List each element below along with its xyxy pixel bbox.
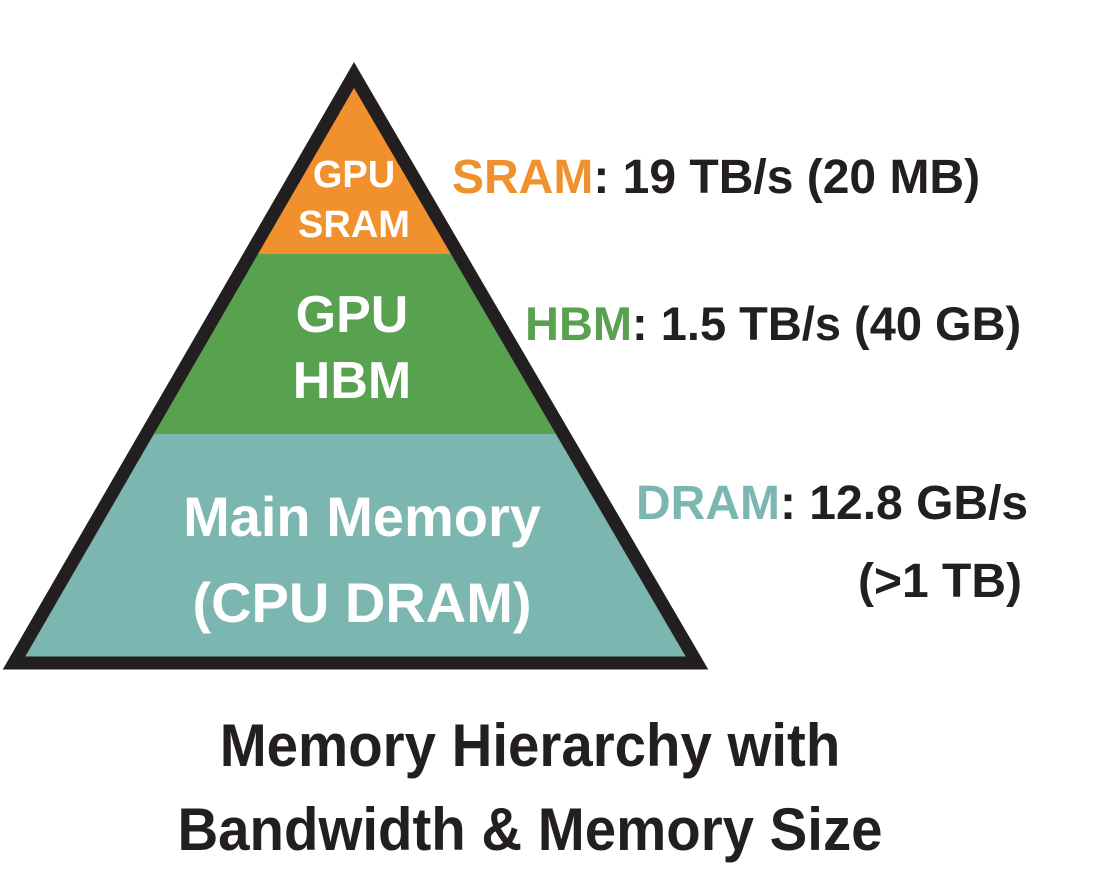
figure-caption-line2: Bandwidth & Memory Size: [177, 796, 883, 863]
tier-label-gpu-hbm: GPU HBM: [293, 282, 411, 414]
annotation-hbm-detail: : 1.5 TB/s (40 GB): [632, 297, 1022, 350]
annotation-sram-name: SRAM: [452, 151, 594, 204]
tier-label-gpu-hbm-line2: HBM: [292, 352, 412, 410]
annotation-sram: SRAM: 19 TB/s (20 MB): [452, 150, 980, 205]
annotation-hbm: HBM: 1.5 TB/s (40 GB): [525, 296, 1021, 351]
figure-caption-line1: Memory Hierarchy with: [219, 712, 841, 779]
annotation-dram-name: DRAM: [636, 477, 780, 530]
tier-label-main-memory-line2: (CPU DRAM): [192, 571, 532, 634]
figure-caption: Memory Hierarchy with Bandwidth & Memory…: [32, 704, 1028, 872]
tier-label-gpu-sram-line1: GPU: [312, 154, 396, 196]
tier-label-main-memory-line1: Main Memory: [183, 485, 541, 548]
annotation-dram-detail: : 12.8 GB/s: [779, 477, 1029, 530]
annotation-dram-size-text: (>1 TB): [858, 555, 1023, 608]
tier-label-gpu-hbm-line1: GPU: [295, 286, 409, 344]
annotation-sram-detail: : 19 TB/s (20 MB): [593, 151, 981, 204]
annotation-dram-size: (>1 TB): [858, 554, 1022, 609]
tier-label-main-memory: Main Memory (CPU DRAM): [183, 474, 541, 646]
pyramid-outline: [2, 62, 709, 670]
annotation-hbm-name: HBM: [525, 297, 633, 350]
tier-label-gpu-sram: GPU SRAM: [298, 150, 410, 250]
tier-label-gpu-sram-line2: SRAM: [298, 204, 410, 246]
annotation-dram: DRAM: 12.8 GB/s: [636, 476, 1028, 531]
